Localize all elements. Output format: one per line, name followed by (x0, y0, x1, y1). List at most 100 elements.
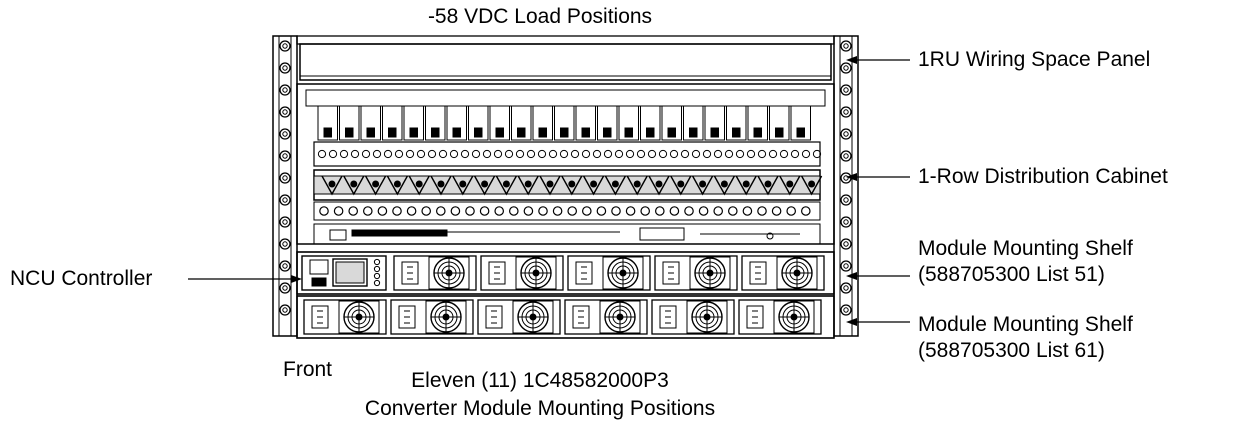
terminal-icon (636, 149, 646, 159)
breaker-icon (661, 105, 682, 141)
right-rack-rail (833, 35, 859, 337)
terminal-icon (427, 149, 437, 159)
fan-icon (425, 300, 467, 334)
terminal-icon (339, 149, 349, 159)
lug-icon (757, 206, 767, 216)
fan-icon (689, 256, 731, 290)
terminal-icon (515, 149, 525, 159)
breaker-icon (468, 105, 489, 141)
terminal-icon (350, 149, 360, 159)
breaker-icon (339, 105, 360, 141)
terminal-icon (768, 149, 778, 159)
converter-module (480, 255, 564, 291)
upper-shelf-label-line1: Module Mounting Shelf (918, 237, 1133, 260)
converter-positions-label: Converter Module Mounting Positions (364, 397, 716, 420)
module-latch (401, 261, 419, 285)
lug-icon (640, 206, 650, 216)
converter-module (741, 255, 825, 291)
module-latch (662, 261, 680, 285)
terminal-icon (405, 149, 415, 159)
lower-shelf-label-line1: Module Mounting Shelf (918, 313, 1133, 336)
mounting-screw-icon (840, 150, 852, 162)
ncu-button-icon (373, 272, 381, 280)
converter-module (564, 299, 648, 335)
upper-module-shelf (296, 251, 835, 295)
breaker-icon (382, 105, 403, 141)
left-rack-rail (272, 35, 298, 337)
mounting-screw-icon (840, 40, 852, 52)
ncu-button-icon (373, 265, 381, 273)
module-latch (311, 305, 329, 329)
mounting-screw-icon (279, 260, 291, 272)
breaker-icon (683, 105, 704, 141)
fan-icon (338, 300, 380, 334)
lug-icon (552, 206, 563, 216)
lug-icon (479, 206, 490, 216)
lug-icon (508, 206, 519, 216)
breaker-icon (446, 105, 467, 141)
lug-icon (362, 206, 373, 216)
fan-icon (428, 256, 470, 290)
terminal-icon (680, 149, 690, 159)
terminal-icon (592, 149, 602, 159)
mounting-screw-icon (279, 40, 291, 52)
load-positions-label: -58 VDC Load Positions (427, 5, 653, 28)
converter-module (654, 255, 738, 291)
mounting-screw-icon (279, 150, 291, 162)
lug-icon (727, 206, 738, 216)
breaker-icon (403, 105, 424, 141)
ncu-controller-arrow (188, 275, 302, 283)
terminal-icon (493, 149, 503, 159)
mounting-screw-icon (840, 128, 852, 140)
breaker-icon (360, 105, 381, 141)
lug-icon (392, 206, 402, 216)
terminal-icon (361, 149, 371, 159)
mounting-screw-icon (279, 216, 291, 228)
ncu-button-icon (373, 279, 381, 287)
module-latch (749, 261, 767, 285)
wiring-panel-arrow (846, 56, 910, 64)
converter-module (651, 299, 735, 335)
mounting-screw-icon (840, 172, 852, 184)
terminal-icon (658, 149, 668, 159)
lug-icon (742, 206, 753, 216)
terminal-icon (317, 149, 327, 159)
fan-icon (515, 256, 557, 290)
terminal-icon (812, 149, 822, 159)
ncu-controller (301, 255, 387, 291)
breaker-icon (747, 105, 768, 141)
breaker-icon (489, 105, 510, 141)
lug-icon (450, 206, 461, 216)
terminal-icon (746, 149, 756, 159)
breaker-icon (597, 105, 618, 141)
module-latch (659, 305, 677, 329)
terminal-icon (416, 149, 426, 159)
breaker-icon (317, 105, 338, 141)
module-latch (575, 261, 593, 285)
terminal-icon (504, 149, 514, 159)
mounting-screw-icon (840, 106, 852, 118)
rack-frame (272, 35, 859, 339)
lug-icon (348, 206, 358, 216)
terminal-icon (702, 149, 712, 159)
module-latch (572, 305, 590, 329)
module-latch (485, 305, 503, 329)
lug-icon (771, 206, 782, 216)
terminal-icon (449, 149, 459, 159)
lug-icon (523, 206, 534, 216)
lug-icon (567, 206, 577, 216)
terminal-icon (614, 149, 624, 159)
terminal-icon (482, 149, 492, 159)
terminal-icon (438, 149, 448, 159)
upper-shelf-arrow (846, 272, 910, 280)
converter-module (393, 255, 477, 291)
terminal-icon (581, 149, 591, 159)
lug-icon (377, 206, 388, 216)
wiring-panel-label: 1RU Wiring Space Panel (918, 48, 1151, 71)
terminal-icon (548, 149, 558, 159)
mounting-screw-icon (279, 194, 291, 206)
mounting-screw-icon (279, 62, 291, 74)
mounting-screw-icon (840, 84, 852, 96)
